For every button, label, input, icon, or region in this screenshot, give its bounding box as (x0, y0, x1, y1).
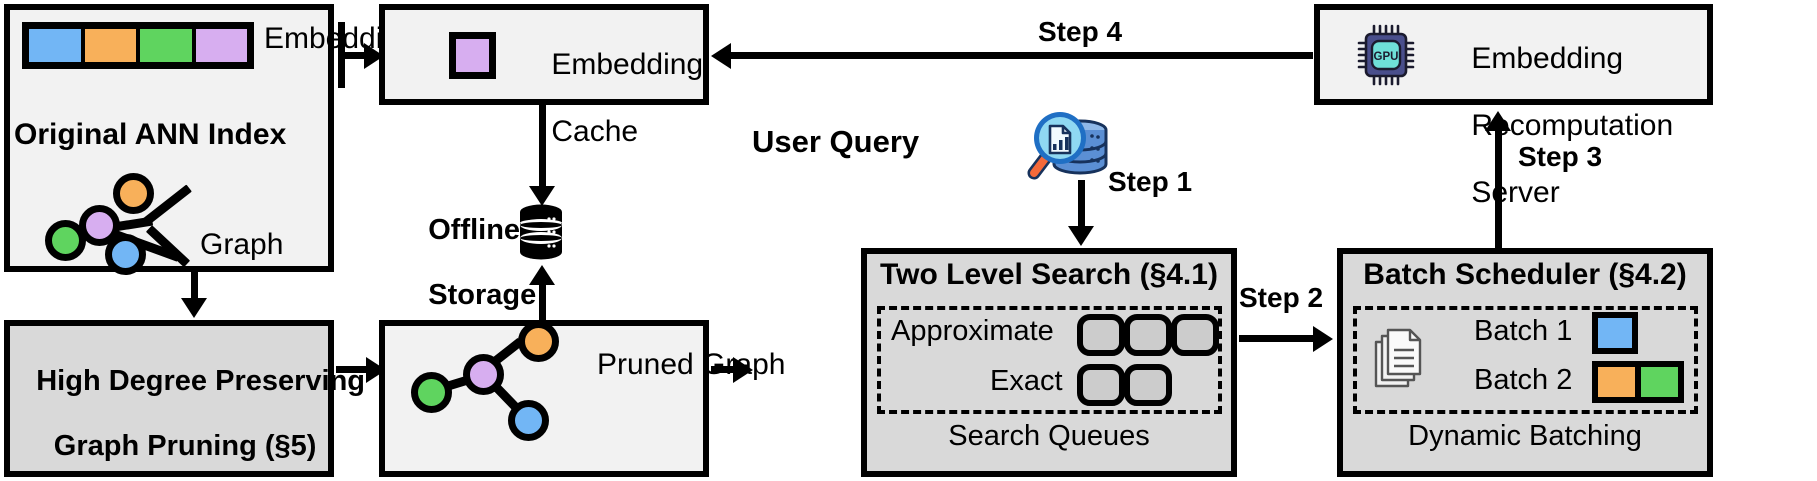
arrow-scheduler-to-server-line (1495, 128, 1502, 250)
arrow-cache-to-storage-line (539, 105, 546, 190)
arrow-pruned-graph-to-storage-line (539, 283, 546, 323)
recomputation-server-line2: Recomputation (1471, 108, 1674, 142)
two-level-search-title: Two Level Search (§4.1) (880, 258, 1218, 291)
svg-text:GPU: GPU (1374, 51, 1399, 63)
arrow-pruned-graph-to-search-head (733, 357, 753, 383)
arrow-server-to-cache-head (711, 43, 731, 69)
graph-label: Graph (200, 228, 284, 261)
pruned-node-blue (508, 400, 549, 441)
batch-chip-orange (1598, 367, 1635, 397)
batch-chip-blue (1592, 312, 1638, 354)
search-row-label-exact: Exact (990, 365, 1063, 397)
embedding-cache-title: Embedding Cache (518, 14, 703, 182)
arrow-pruned-graph-to-search-line (711, 366, 743, 373)
arrow-cache-to-storage-head (529, 186, 555, 206)
recomputation-server-title: Embedding Recomputation Server (1438, 8, 1673, 243)
arrow-query-to-search-head (1068, 226, 1094, 246)
step2-label: Step 2 (1239, 282, 1324, 313)
embedding-cache-line1: Embedding (551, 47, 704, 81)
graph-pruning-line2: Graph Pruning (§5) (53, 430, 317, 463)
graph-node-green (45, 220, 86, 261)
batch-label-1: Batch 1 (1474, 315, 1573, 347)
dynamic-batching-dashbox (1353, 306, 1698, 414)
step4-label: Step 4 (1038, 16, 1123, 47)
graph-node-blue (105, 234, 146, 275)
search-queue-slot (1124, 314, 1172, 356)
arrow-index-to-cache-line (338, 52, 374, 59)
search-queue-slot (1171, 314, 1219, 356)
embedding-square-icon (449, 32, 496, 79)
gpu-chip-icon: GPU (1357, 24, 1415, 86)
original-ann-index-title: Original ANN Index (14, 118, 287, 151)
embedding-cell-orange (84, 29, 136, 62)
batch-chip-pair (1592, 361, 1684, 403)
batch-chip-green (1635, 367, 1678, 397)
search-queues-caption: Search Queues (948, 420, 1150, 452)
arrow-server-to-cache-line (718, 52, 1313, 59)
dynamic-batching-caption: Dynamic Batching (1408, 420, 1642, 452)
batch-label-2: Batch 2 (1474, 364, 1573, 396)
two-level-search-box (861, 248, 1237, 477)
recomputation-server-line3: Server (1471, 175, 1560, 209)
recomputation-server-line1: Embedding (1471, 41, 1624, 75)
pruned-graph-label: Pruned Graph (597, 348, 786, 381)
documents-stack-icon (1372, 328, 1430, 392)
search-queue-slot (1077, 314, 1125, 356)
pruned-node-green (411, 372, 452, 413)
batch-scheduler-title: Batch Scheduler (§4.2) (1363, 258, 1687, 291)
search-queue-slot (1077, 364, 1125, 406)
arrow-index-to-pruning-line (191, 272, 198, 301)
arrow-pruned-graph-to-storage-head (529, 265, 555, 285)
step1-label: Step 1 (1108, 166, 1193, 197)
embedding-cache-line2: Cache (551, 114, 639, 148)
embedding-cell-blue (29, 29, 81, 62)
step3-label: Step 3 (1518, 141, 1603, 172)
offline-storage-line1: Offline (428, 214, 521, 247)
arrow-search-to-scheduler-head (1313, 326, 1333, 352)
arrow-scheduler-to-server-head (1485, 111, 1511, 131)
embedding-strip-icon (22, 22, 254, 69)
pruned-node-purple (463, 354, 504, 395)
search-row-label-approximate: Approximate (891, 315, 1054, 347)
offline-storage-label: Offline Storage (396, 182, 536, 344)
arrow-search-to-scheduler-line (1239, 335, 1321, 342)
arrow-pruning-to-pruned-graph-line (336, 366, 374, 373)
graph-pruning-line1: High Degree Preserving (36, 365, 366, 398)
embedding-cell-green (140, 29, 192, 62)
pruned-node-orange (518, 321, 559, 362)
search-queues-dashbox (877, 306, 1222, 414)
graph-pruning-title: High Degree Preserving Graph Pruning (§5… (4, 333, 365, 481)
arrow-query-to-search-line (1078, 180, 1085, 230)
search-database-icon (1022, 100, 1118, 188)
embedding-cache-box (379, 4, 709, 105)
graph-node-orange (113, 173, 154, 214)
database-cylinder-icon (518, 204, 564, 260)
search-queue-slot (1124, 364, 1172, 406)
user-query-label: User Query (752, 124, 920, 159)
arrow-index-to-pruning-head (181, 298, 207, 318)
graph-pruning-box (4, 320, 334, 477)
embedding-cell-purple (195, 29, 247, 62)
offline-storage-line2: Storage (428, 279, 537, 312)
